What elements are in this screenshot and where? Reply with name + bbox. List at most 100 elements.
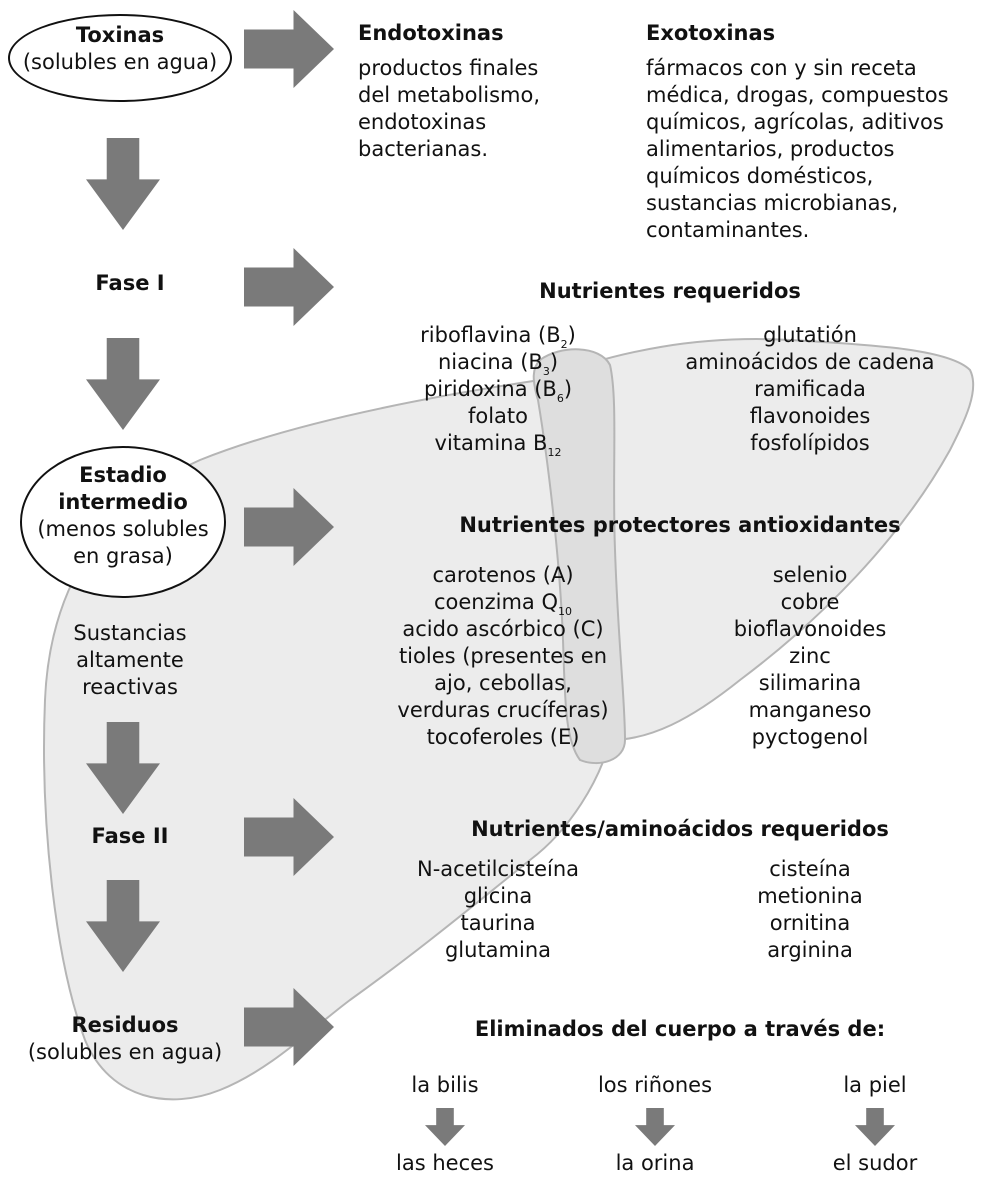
right-arrow-intermedio — [244, 488, 334, 566]
down-arrow-piel — [855, 1108, 895, 1146]
nutriente-left-text: vitamina B — [434, 431, 548, 455]
right-arrow-toxinas — [244, 10, 334, 88]
nutriente-left-text: folato — [467, 404, 529, 428]
antioxidante-item: manganeso — [748, 698, 872, 722]
aminoacidos-right: cisteína metionina ornitina arginina — [700, 856, 920, 964]
antioxidante-left-item: ajo, cebollas, — [368, 670, 638, 697]
antioxidante-left-item: tioles (presentes en — [368, 643, 638, 670]
exotoxinas-line: médica, drogas, compuestos — [646, 83, 949, 107]
antioxidante-left-text: tioles (presentes en — [398, 644, 608, 668]
antioxidante-item: zinc — [789, 644, 831, 668]
down-arrow-rinones — [635, 1108, 675, 1146]
antioxidante-item: bioflavonoides — [733, 617, 887, 641]
nutriente-left-subscript: 6 — [556, 392, 564, 405]
aminoacido-item: ornitina — [769, 911, 851, 935]
right-arrow-fase1 — [244, 248, 334, 326]
nutriente-item: ramificada — [754, 377, 866, 401]
intermedio-title-1: Estadio — [79, 463, 167, 487]
nutriente-left-text: piridoxina (B — [423, 377, 557, 401]
nutriente-left-item: vitamina B12 — [378, 430, 618, 458]
antioxidante-item: pyctogenol — [751, 725, 869, 749]
intermedio-label: Estadio intermedio (menos solubles en gr… — [20, 462, 226, 570]
residuos-label: Residuos (solubles en agua) — [10, 1012, 240, 1066]
reactivas-line-2: altamente — [76, 648, 184, 672]
nutriente-item: aminoácidos de cadena — [685, 350, 935, 374]
aminoacido-item: cisteína — [769, 857, 851, 881]
endotoxinas-title: Endotoxinas — [358, 21, 504, 45]
intermedio-oval — [20, 446, 226, 598]
aminoacido-item: glutamina — [444, 938, 552, 962]
antioxidante-item: selenio — [772, 563, 848, 587]
nutriente-left-text: riboflavina (B — [420, 323, 561, 347]
antioxidante-left-text: verduras crucíferas) — [397, 698, 609, 722]
exotoxinas-block: Exotoxinas fármacos con y sin receta méd… — [646, 20, 949, 244]
endotoxinas-line: productos finales — [358, 56, 539, 80]
antioxidante-left-item: carotenos (A) — [368, 562, 638, 589]
exotoxinas-line: alimentarios, productos — [646, 137, 895, 161]
nutrientes-requeridos-left: riboflavina (B2)niacina (B3)piridoxina (… — [378, 322, 618, 458]
intermedio-sub-1: (menos solubles — [37, 517, 209, 541]
aminoacido-item: arginina — [767, 938, 853, 962]
exotoxinas-line: químicos, agrícolas, aditivos — [646, 110, 944, 134]
antioxidante-left-text: acido ascórbico (C) — [402, 617, 604, 641]
exotoxinas-title: Exotoxinas — [646, 21, 776, 45]
down-arrow-1 — [86, 138, 160, 230]
nutriente-item: glutatión — [763, 323, 857, 347]
aminoacidos-left: N-acetilcisteína glicina taurina glutami… — [378, 856, 618, 964]
aminoacido-item: glicina — [463, 884, 533, 908]
eliminacion-title: Eliminados del cuerpo a través de: — [474, 1017, 886, 1041]
antioxidante-left-text: coenzima Q — [433, 590, 558, 614]
antioxidante-left-text: carotenos (A) — [432, 563, 574, 587]
endotoxinas-line: endotoxinas — [358, 110, 487, 134]
aminoacido-item: metionina — [757, 884, 863, 908]
down-arrow-2 — [86, 338, 160, 430]
reactivas-line-3: reactivas — [82, 675, 178, 699]
reactivas-line-1: Sustancias — [73, 621, 187, 645]
route-result-heces: las heces — [396, 1151, 494, 1175]
nutriente-left-item: niacina (B3) — [378, 349, 618, 378]
toxinas-oval — [8, 14, 232, 102]
exotoxinas-line: sustancias microbianas, — [646, 191, 899, 215]
right-arrow-residuos — [244, 988, 334, 1066]
aminoacidos-title: Nutrientes/aminoácidos requeridos — [471, 817, 889, 841]
down-arrow-3 — [86, 722, 160, 814]
exotoxinas-line: contaminantes. — [646, 218, 810, 242]
antioxidante-left-text: ajo, cebollas, — [434, 671, 572, 695]
intermedio-sub-2: en grasa) — [73, 544, 173, 568]
right-arrow-fase2 — [244, 798, 334, 876]
intermedio-title-2: intermedio — [58, 490, 188, 514]
nutriente-left-subscript: 3 — [542, 365, 550, 378]
reactivas-label: Sustancias altamente reactivas — [30, 620, 230, 701]
exotoxinas-line: fármacos con y sin receta — [646, 56, 917, 80]
aminoacido-item: taurina — [460, 911, 536, 935]
nutriente-left-suffix: ) — [563, 377, 573, 401]
liver-right-lobe — [538, 338, 975, 742]
route-via-bilis: la bilis — [411, 1073, 479, 1097]
nutrientes-requeridos-right: glutatión aminoácidos de cadena ramifica… — [660, 322, 960, 457]
antioxidante-left-item: coenzima Q10 — [368, 589, 638, 618]
fase2-label: Fase II — [91, 824, 169, 848]
antioxidantes-right: selenio cobre bioflavonoides zinc silima… — [700, 562, 920, 751]
route-result-sudor: el sudor — [832, 1151, 918, 1175]
antioxidante-item: silimarina — [758, 671, 862, 695]
nutriente-left-suffix: ) — [567, 323, 576, 347]
liver-gallbladder — [532, 348, 627, 765]
route-via-rinones: los riñones — [597, 1073, 713, 1097]
route-result-orina: la orina — [615, 1151, 695, 1175]
nutrientes-requeridos-title: Nutrientes requeridos — [539, 279, 801, 303]
fase1-label: Fase I — [95, 271, 165, 295]
antioxidante-item: cobre — [780, 590, 840, 614]
residuos-title: Residuos — [71, 1013, 179, 1037]
nutriente-left-item: folato — [378, 403, 618, 430]
antioxidante-left-text: tocoferoles (E) — [426, 725, 580, 749]
antioxidante-left-subscript: 10 — [558, 605, 572, 618]
toxinas-sub: (solubles en agua) — [22, 50, 218, 74]
residuos-sub: (solubles en agua) — [27, 1040, 223, 1064]
exotoxinas-line: químicos domésticos, — [646, 164, 874, 188]
down-arrow-bilis — [425, 1108, 465, 1146]
route-via-piel: la piel — [843, 1073, 907, 1097]
antioxidante-left-item: verduras crucíferas) — [368, 697, 638, 724]
endotoxinas-block: Endotoxinas productos finales del metabo… — [358, 20, 540, 163]
